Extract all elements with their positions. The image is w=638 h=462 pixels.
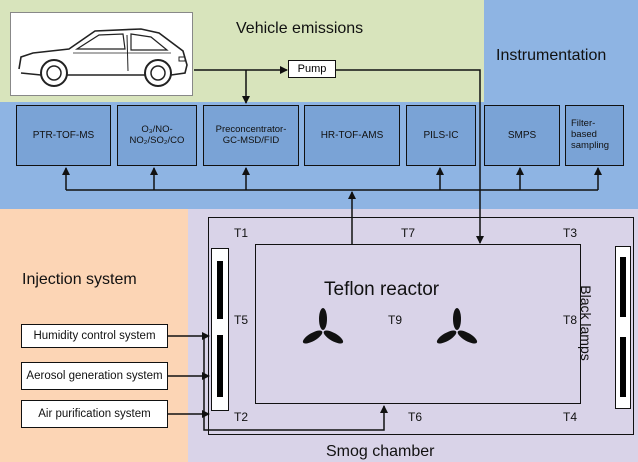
sensor-t8: T8 (563, 313, 578, 327)
lamp-tube (620, 337, 626, 397)
hr-tof-ams-label: HR-TOF-AMS (320, 129, 384, 141)
fan-icon-right (436, 308, 478, 344)
injection-system-title: Injection system (22, 271, 137, 288)
lamp-tube (217, 335, 223, 397)
smog-chamber-title: Smog chamber (326, 443, 435, 460)
ptr-tof-ms-box: PTR-TOF-MS (16, 105, 111, 166)
fan-icon-left (302, 308, 344, 344)
black-lamp-left (211, 248, 229, 411)
humidity-control-label: Humidity control system (33, 330, 156, 342)
pump-box: Pump (288, 60, 336, 78)
pils-ic-label: PILS-IC (423, 129, 459, 141)
lamp-tube (620, 257, 626, 317)
lamp-tube (217, 261, 223, 319)
humidity-control-box: Humidity control system (21, 324, 168, 348)
instrumentation-region (484, 0, 638, 102)
smog-chamber-region (188, 209, 638, 462)
teflon-reactor-label: Teflon reactor (324, 279, 440, 300)
teflon-reactor (255, 244, 581, 404)
hr-tof-ams-box: HR-TOF-AMS (304, 105, 400, 166)
sensor-t7: T7 (401, 226, 416, 240)
preconcentrator-line2: GC-MSD/FID (222, 134, 280, 146)
pump-label: Pump (297, 63, 327, 75)
sensor-t6: T6 (408, 410, 423, 424)
pils-ic-box: PILS-IC (406, 105, 476, 166)
sensor-t4: T4 (563, 410, 578, 424)
ptr-tof-ms-label: PTR-TOF-MS (32, 129, 95, 141)
filter-sampling-line1: Filter- (571, 118, 596, 130)
gas-analyzers-line2: NO₂/SO₂/CO (129, 134, 185, 146)
filter-sampling-line2: based (571, 129, 597, 141)
sensor-t9: T9 (388, 313, 403, 327)
instrumentation-title: Instrumentation (496, 47, 607, 64)
smps-label: SMPS (507, 129, 537, 141)
black-lamp-right (615, 246, 631, 409)
smps-box: SMPS (484, 105, 560, 166)
car-icon (18, 28, 188, 87)
sensor-t5: T5 (234, 313, 249, 327)
sensor-t3: T3 (563, 226, 578, 240)
sensor-t1: T1 (234, 226, 249, 240)
chamber-frame (208, 217, 634, 435)
air-purification-box: Air purification system (21, 400, 168, 428)
aerosol-generation-label: Aerosol generation system (26, 370, 163, 382)
air-purification-label: Air purification system (38, 408, 151, 420)
preconcentrator-line1: Preconcentrator- (215, 123, 287, 135)
aerosol-generation-box: Aerosol generation system (21, 362, 168, 390)
gas-analyzers-box: O₃/NO-NO₂/SO₂/CO (117, 105, 197, 166)
filter-sampling-line3: sampling (571, 139, 610, 151)
vehicle-emissions-title: Vehicle emissions (236, 20, 364, 37)
gas-analyzers-line1: O₃/NO- (141, 123, 173, 135)
sensor-t2: T2 (234, 410, 249, 424)
car-picture (10, 12, 193, 96)
preconcentrator-box: Preconcentrator-GC-MSD/FID (203, 105, 299, 166)
